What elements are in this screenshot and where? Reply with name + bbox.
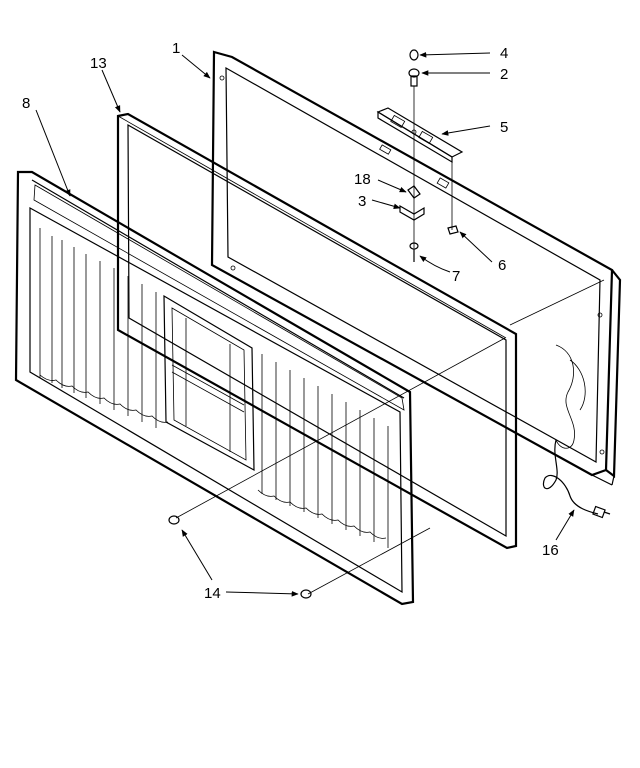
callout-2: 2 xyxy=(500,66,508,83)
part-1-rear-frame xyxy=(210,50,622,486)
callout-13: 13 xyxy=(90,55,107,72)
callout-7: 7 xyxy=(452,268,460,285)
part-4-washer xyxy=(409,49,419,61)
part-16-power-cord xyxy=(542,439,611,519)
part-13-gasket xyxy=(116,112,518,550)
right-ribs xyxy=(261,354,389,548)
part-6-nut xyxy=(447,225,459,235)
callout-1: 1 xyxy=(172,40,180,57)
callout-3: 3 xyxy=(358,193,366,210)
callout-labels: 1 13 8 4 2 5 18 3 6 7 14 16 xyxy=(22,40,559,602)
part-8-door-panel xyxy=(14,170,415,606)
leader-lines xyxy=(35,52,575,597)
part-5-hinge-plate xyxy=(376,107,464,164)
part-3-bracket xyxy=(399,204,425,221)
callout-14: 14 xyxy=(204,585,221,602)
center-pocket xyxy=(163,294,255,472)
part-7-screw xyxy=(409,242,419,262)
part-14-screws xyxy=(168,337,506,599)
callout-5: 5 xyxy=(500,119,508,136)
part-2-hinge-pin xyxy=(408,68,420,87)
callout-4: 4 xyxy=(500,45,508,62)
callout-6: 6 xyxy=(498,257,506,274)
callout-16: 16 xyxy=(542,542,559,559)
callout-18: 18 xyxy=(354,171,371,188)
part-18-clip xyxy=(407,185,421,199)
hinge-hardware xyxy=(376,49,464,262)
callout-8: 8 xyxy=(22,95,30,112)
left-ribs xyxy=(39,228,157,428)
